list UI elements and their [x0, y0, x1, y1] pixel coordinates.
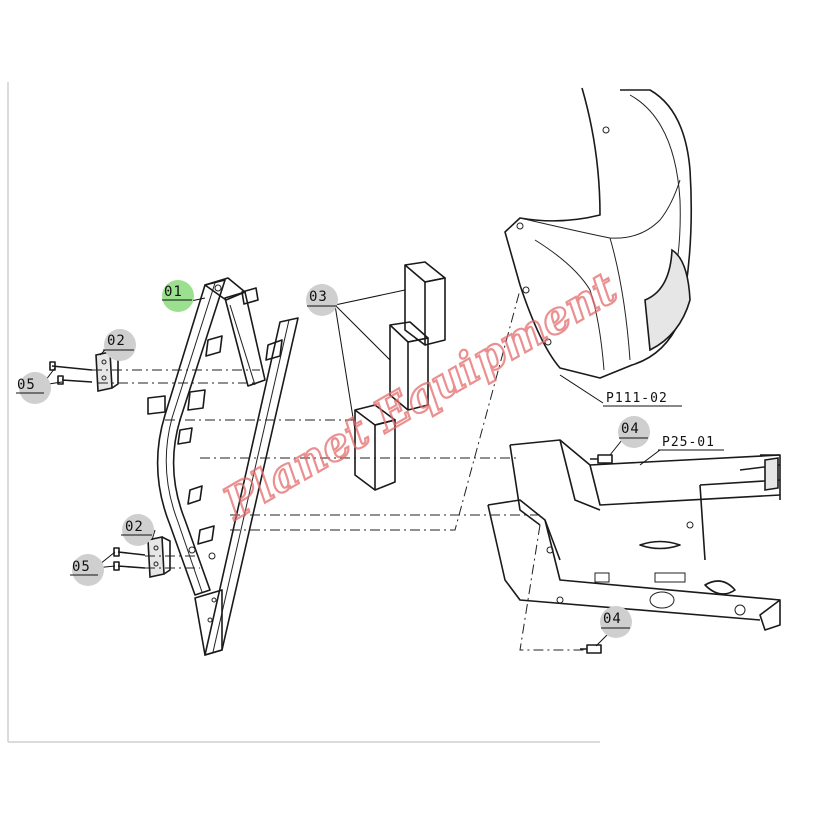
- callout-01-label: 01: [164, 284, 183, 300]
- callout-04-lower: 04: [600, 606, 632, 638]
- callout-05-lower-bubble: [72, 554, 104, 586]
- callout-01-bubble: [162, 280, 194, 312]
- bracket-upper: [95, 351, 119, 392]
- callout-03-label: 03: [309, 289, 328, 305]
- ref-chassis-label: P25-01: [662, 435, 715, 450]
- callout-02-upper-bubble: [104, 329, 136, 361]
- callout-04-upper-label: 04: [621, 421, 640, 437]
- callout-04-upper: 04: [618, 416, 650, 448]
- chassis-part: [487, 439, 781, 631]
- callout-05-lower-label: 05: [72, 559, 91, 575]
- bolts-04: [580, 454, 613, 654]
- bolts-lower: [113, 547, 146, 571]
- callout-03-bubble: [306, 284, 338, 316]
- callout-04-upper-bubble: [618, 416, 650, 448]
- assembly-lines: [92, 289, 587, 651]
- callout-04-lower-bubble: [600, 606, 632, 638]
- callout-01: 01: [162, 280, 194, 312]
- callout-03: 03: [306, 284, 338, 316]
- callout-02-lower: 02: [121, 514, 154, 546]
- ref-hood: P111-02: [603, 391, 682, 407]
- watermark-text: Planet Equipment: [213, 263, 625, 530]
- leader-lines: [41, 289, 661, 647]
- callout-02-lower-bubble: [122, 514, 154, 546]
- callout-05-lower: 05: [70, 554, 104, 586]
- ref-chassis: P25-01: [658, 435, 724, 451]
- bracket-lower: [147, 536, 171, 578]
- callout-02-lower-label: 02: [125, 519, 144, 535]
- ref-hood-label: P111-02: [606, 391, 668, 406]
- callout-02-upper: 02: [103, 329, 136, 361]
- front-frame-part: [147, 277, 299, 656]
- callout-05-upper-bubble: [19, 372, 51, 404]
- callout-04-lower-label: 04: [603, 611, 622, 627]
- callout-05-upper: 05: [16, 372, 51, 404]
- callout-05-upper-label: 05: [17, 377, 36, 393]
- bolts-upper: [49, 361, 93, 385]
- callout-02-upper-label: 02: [107, 333, 126, 349]
- hood-part: [504, 87, 693, 379]
